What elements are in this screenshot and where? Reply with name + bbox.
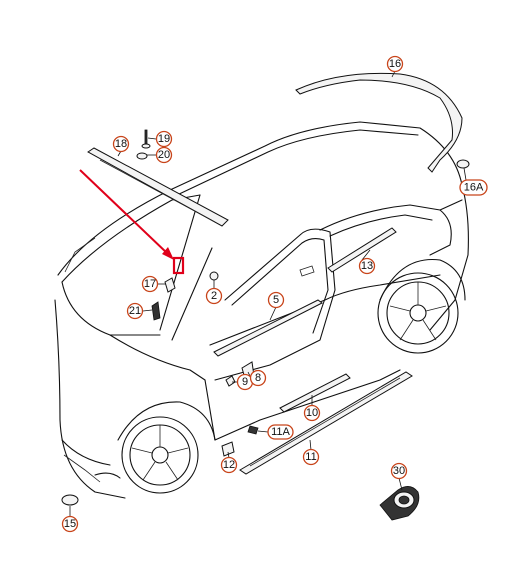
- callout-13[interactable]: 13: [358, 257, 376, 275]
- callout-10-label: 10: [306, 407, 318, 419]
- callout-13-label: 13: [361, 260, 373, 272]
- callout-2-label: 2: [211, 290, 217, 302]
- callout-5[interactable]: 5: [267, 291, 285, 309]
- callout-16a[interactable]: 16A: [459, 179, 488, 196]
- callout-10[interactable]: 10: [303, 404, 321, 422]
- callout-18-label: 18: [115, 138, 127, 150]
- callout-11a-label: 11A: [271, 426, 290, 438]
- callout-20-label: 20: [158, 149, 170, 161]
- callout-16a-label: 16A: [464, 182, 484, 194]
- callout-11[interactable]: 11: [302, 448, 320, 466]
- roof-trim-part: [295, 72, 463, 173]
- sill-strip-part: [279, 373, 351, 413]
- callout-11-label: 11: [305, 451, 316, 463]
- callout-16[interactable]: 16: [386, 55, 404, 73]
- red-arrow-indicator: [79, 169, 174, 260]
- callout-17-label: 17: [144, 278, 156, 290]
- callout-18[interactable]: 18: [112, 135, 130, 153]
- callout-2[interactable]: 2: [205, 287, 223, 305]
- clip-2-part: [209, 271, 219, 281]
- callout-17[interactable]: 17: [141, 275, 159, 293]
- sill-cover-part: [239, 371, 413, 475]
- door-seal-part: [213, 299, 323, 357]
- callout-19-label: 19: [158, 133, 170, 145]
- highlighted-part-box[interactable]: [172, 256, 185, 275]
- callout-15[interactable]: 15: [61, 515, 79, 533]
- leader-lines: [69, 70, 467, 516]
- callout-8-label: 8: [255, 372, 261, 384]
- callout-21-label: 21: [129, 305, 141, 317]
- callout-30[interactable]: 30: [390, 462, 408, 480]
- callout-20[interactable]: 20: [155, 146, 173, 164]
- callout-12[interactable]: 12: [220, 456, 238, 474]
- tape-roll-part: [379, 486, 420, 521]
- callout-8[interactable]: 8: [249, 369, 267, 387]
- callout-19[interactable]: 19: [155, 130, 173, 148]
- cap-15-part: [61, 494, 79, 506]
- callout-5-label: 5: [273, 294, 279, 306]
- car-body: [54, 121, 469, 499]
- callout-9-label: 9: [242, 376, 248, 388]
- bracket-17-part: [164, 277, 176, 293]
- roof-clip-part: [456, 159, 470, 169]
- parts: [61, 72, 470, 521]
- callout-30-label: 30: [393, 465, 405, 477]
- callout-15-label: 15: [64, 518, 76, 530]
- callout-12-label: 12: [223, 459, 235, 471]
- callout-16-label: 16: [389, 58, 401, 70]
- callout-11a[interactable]: 11A: [267, 424, 294, 440]
- window-trim-part: [327, 227, 397, 273]
- callout-21[interactable]: 21: [126, 302, 144, 320]
